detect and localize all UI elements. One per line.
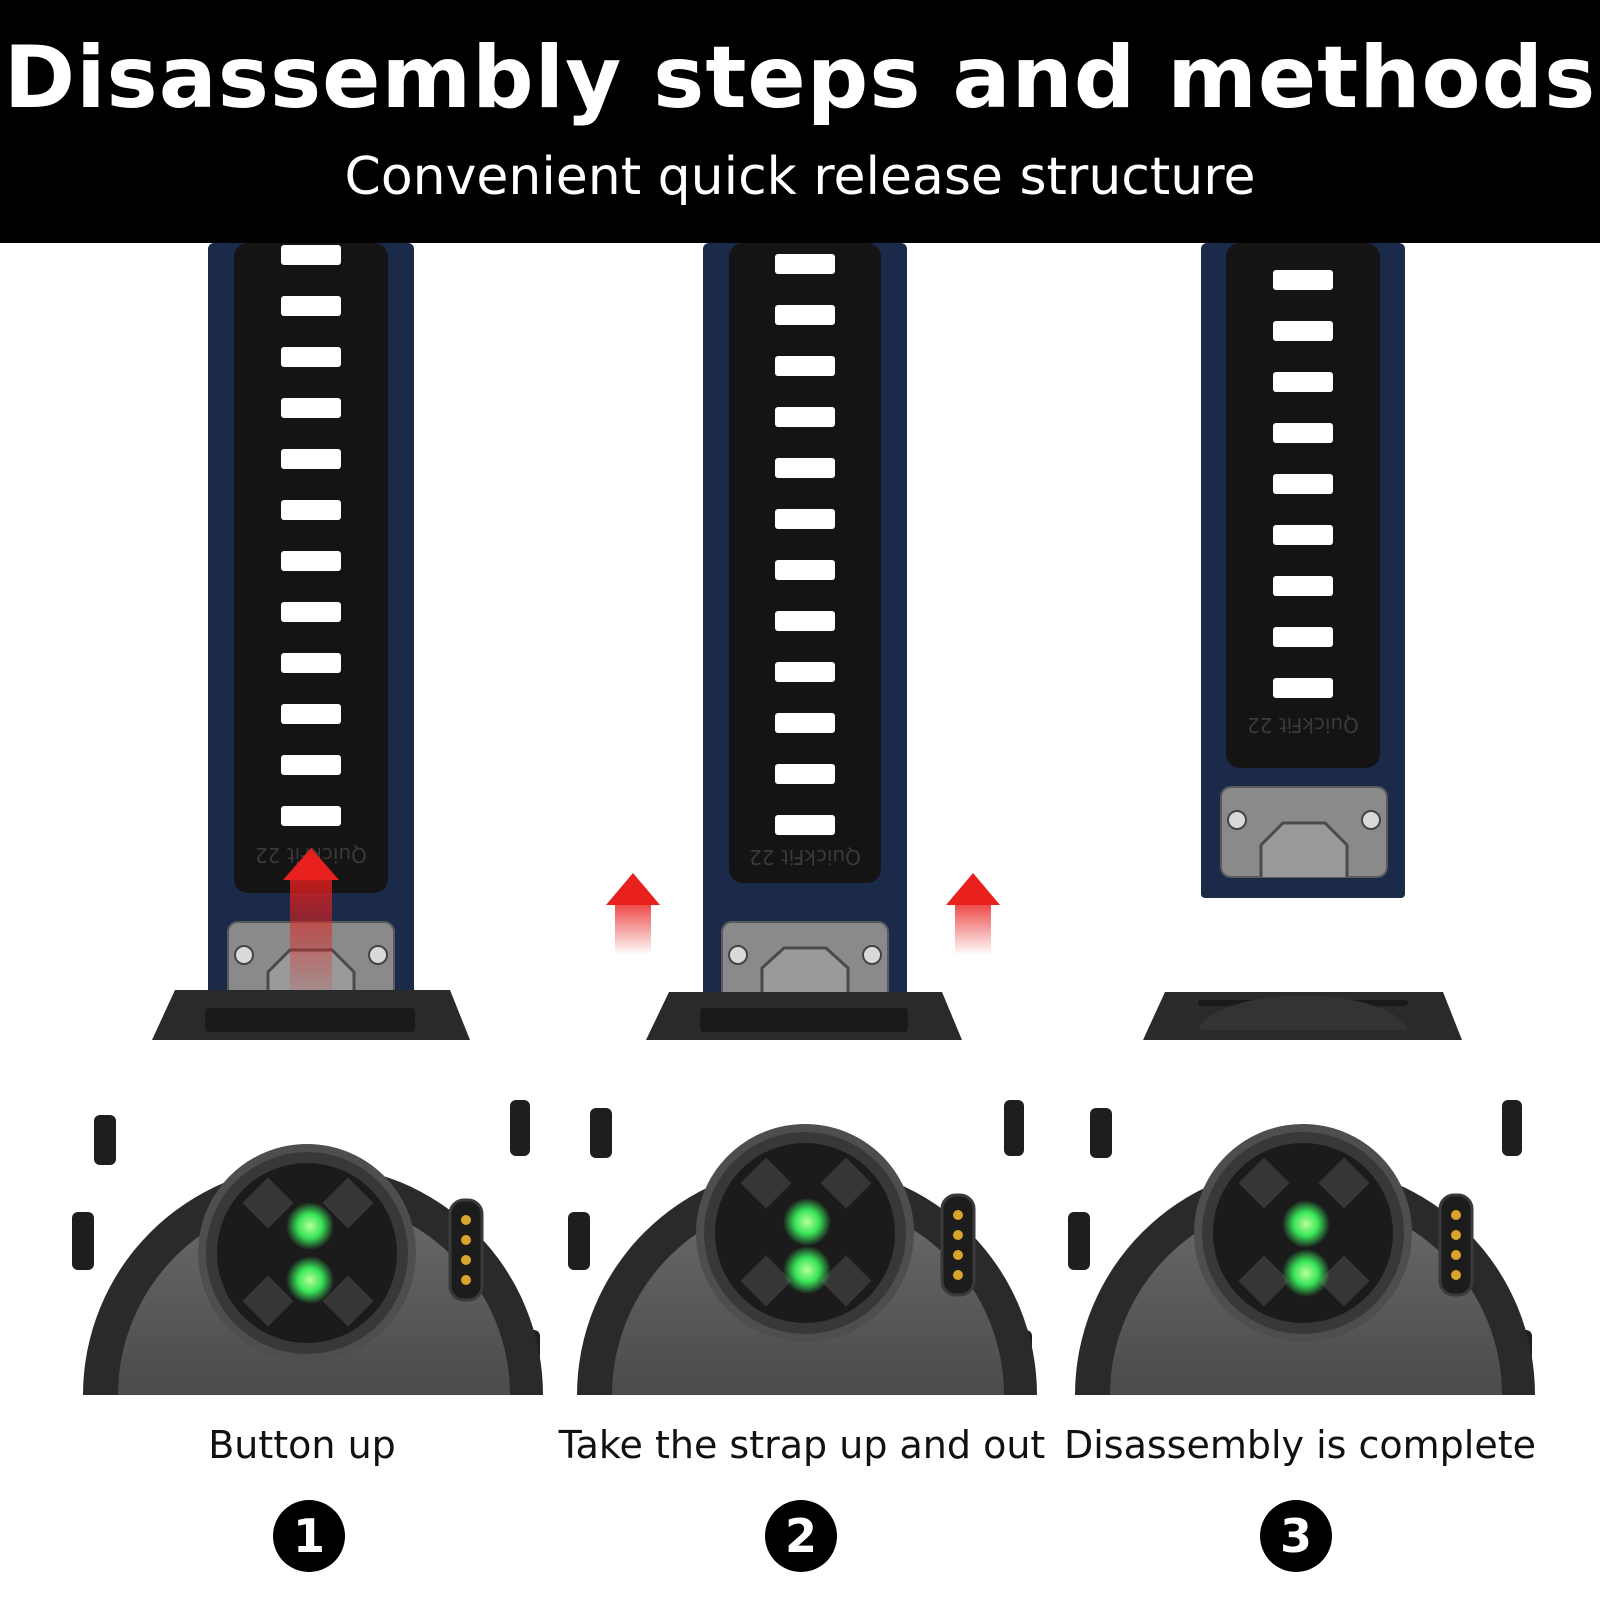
watch-3: QuickFit 22 xyxy=(1068,243,1536,1395)
arrow-up-icon xyxy=(946,873,1000,955)
page-title: Disassembly steps and methods xyxy=(3,28,1597,128)
step-2-number-badge: 2 xyxy=(765,1500,837,1572)
strap-3-label: QuickFit 22 xyxy=(1247,713,1359,737)
step-2-caption: Take the strap up and out xyxy=(558,1423,1046,1467)
step-3-number-badge: 3 xyxy=(1260,1500,1332,1572)
strap-3-inner xyxy=(1226,243,1380,768)
strap-3-holes xyxy=(1273,270,1333,698)
page-subtitle: Convenient quick release structure xyxy=(344,147,1256,207)
charging-port-3 xyxy=(1438,1193,1474,1297)
arrow-up-icon xyxy=(606,873,660,955)
strap-2-label: QuickFit 22 xyxy=(749,845,861,869)
watch-1: QuickFit 22 xyxy=(72,243,543,1395)
watch-2: QuickFit 22 xyxy=(568,243,1037,1395)
charging-port-1 xyxy=(448,1198,484,1302)
header-banner: Disassembly steps and methods Convenient… xyxy=(0,0,1600,243)
strap-1-holes xyxy=(281,245,341,826)
step-3-caption: Disassembly is complete xyxy=(1063,1423,1537,1467)
charging-port-2 xyxy=(940,1193,976,1297)
step-1-caption: Button up xyxy=(208,1423,396,1467)
arrow-up-icon xyxy=(283,848,339,1010)
strap-2-holes xyxy=(775,254,835,835)
step-1-number-badge: 1 xyxy=(273,1500,345,1572)
